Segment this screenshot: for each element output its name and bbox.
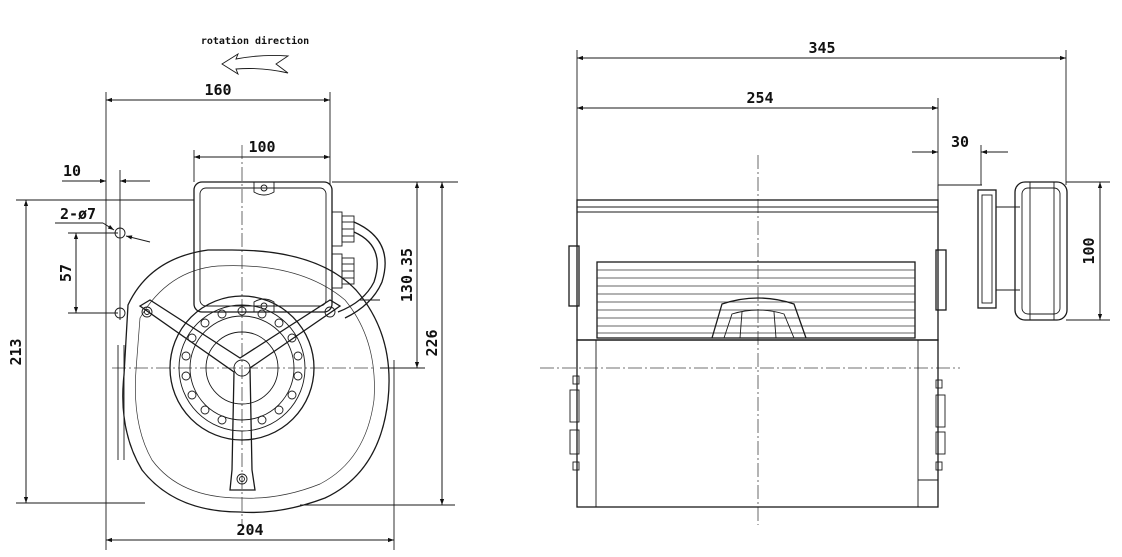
air-outlet [576, 339, 939, 508]
dim-226: 226 [423, 329, 441, 356]
dim-345: 345 [808, 39, 835, 57]
dim-10: 10 [63, 162, 81, 180]
dim-213: 213 [7, 338, 25, 365]
dim-100-motor: 100 [1080, 237, 1098, 264]
rotation-arrow-icon [221, 52, 290, 76]
scroll-housing [122, 249, 390, 514]
rotation-direction-label: rotation direction [201, 35, 309, 47]
dim-130-35: 130.35 [398, 248, 416, 302]
dim-204: 204 [236, 521, 263, 539]
dim-160: 160 [204, 81, 231, 99]
dim-100-box: 100 [248, 138, 275, 156]
cable-glands [331, 211, 355, 289]
dim-57: 57 [57, 264, 75, 282]
dim-254: 254 [746, 89, 773, 107]
dim-30: 30 [951, 133, 969, 151]
motor [977, 181, 1068, 321]
side-view: 345 254 30 [540, 39, 1110, 525]
inlet-holes [181, 306, 303, 425]
holes-label: 2-ø7 [60, 205, 96, 223]
motor-bracket [138, 299, 342, 491]
terminal-box [193, 181, 333, 313]
impeller [596, 261, 916, 339]
front-view: rotation direction [7, 35, 458, 550]
